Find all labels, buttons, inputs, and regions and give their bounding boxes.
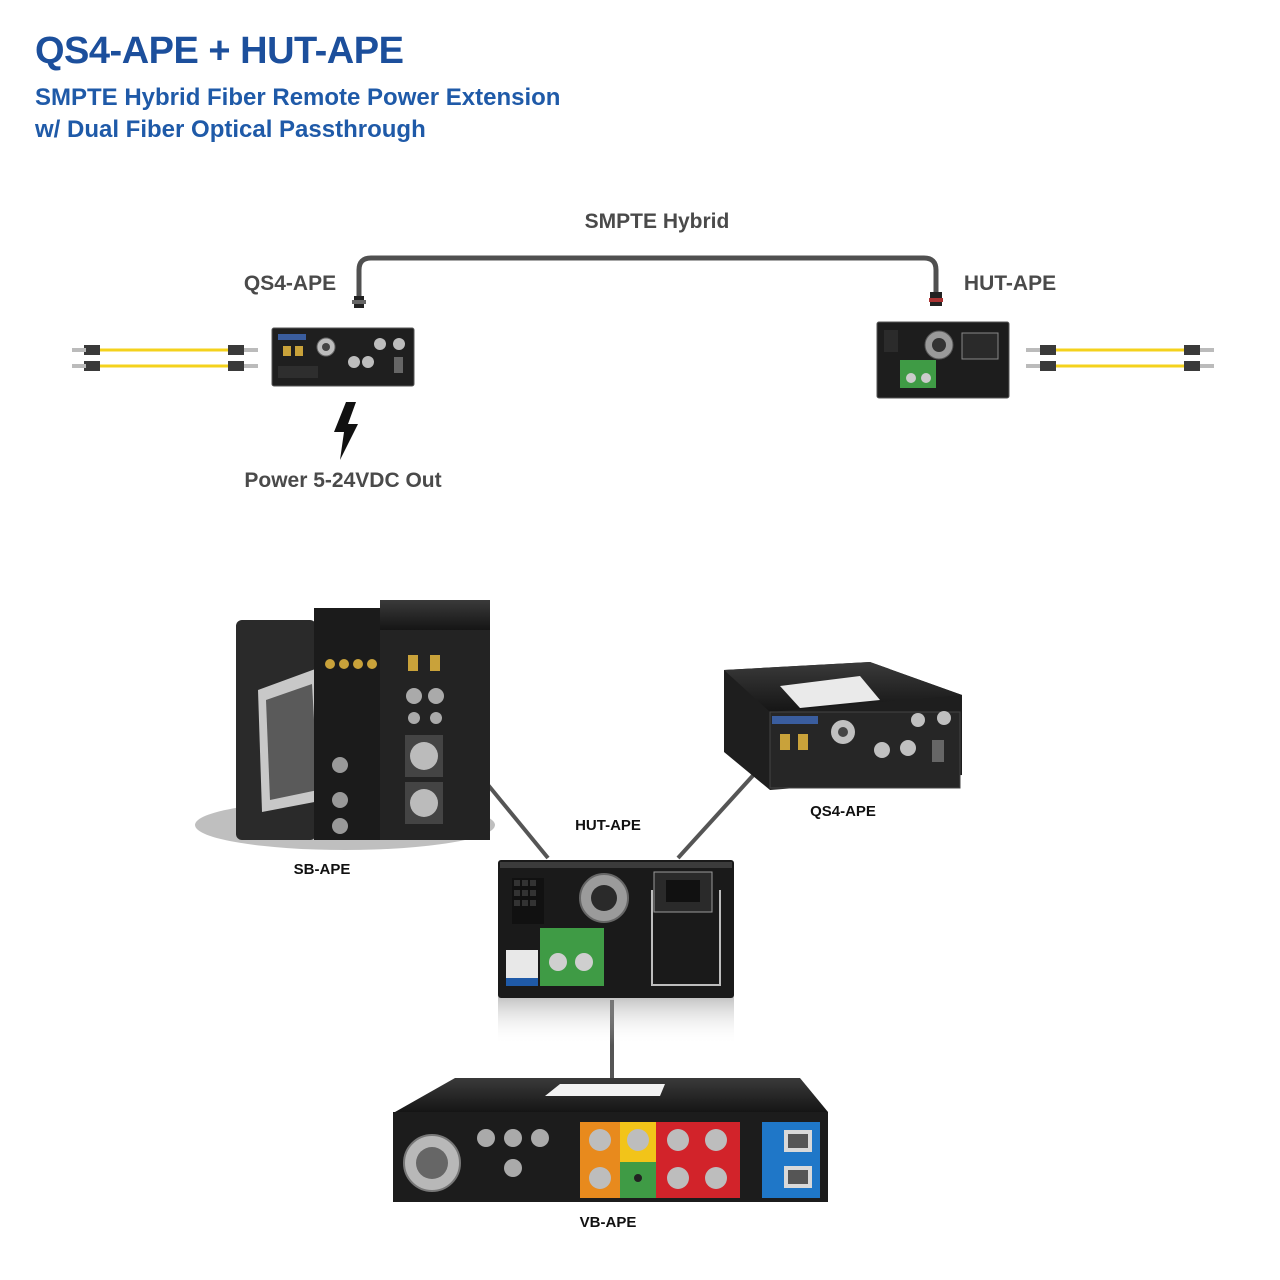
subtitle-line-1: SMPTE Hybrid Fiber Remote Power Extensio… [35, 84, 561, 111]
smpte-hybrid-cable [356, 255, 939, 303]
hut-ape-top-label: HUT-APE [964, 272, 1056, 295]
power-bolt-icon [334, 402, 358, 460]
link-qs4-to-hut [676, 768, 760, 860]
smpte-hybrid-label: SMPTE Hybrid [585, 210, 730, 233]
vent-grid-icon [512, 878, 544, 924]
hut-ape-device-bottom [498, 860, 734, 1045]
qs4-ape-device-bottom [724, 662, 962, 790]
cable-connector-left [352, 296, 366, 308]
fiber-pair-left [72, 345, 258, 371]
subtitle-line-2: w/ Dual Fiber Optical Passthrough [35, 116, 426, 143]
hut-ape-device-top [876, 321, 1010, 399]
sb-ape-device [195, 600, 495, 850]
power-output-label: Power 5-24VDC Out [244, 469, 441, 492]
fiber-pair-right [1026, 345, 1214, 371]
cable-connector-right [929, 292, 943, 306]
vb-ape-device [393, 1078, 828, 1202]
page-title: QS4-APE + HUT-APE [35, 30, 404, 72]
qs4-ape-device-top [271, 327, 415, 387]
vb-ape-label: VB-APE [580, 1214, 637, 1231]
hut-ape-bottom-label: HUT-APE [575, 817, 641, 834]
link-sb-to-hut [482, 778, 550, 860]
sb-ape-label: SB-APE [294, 861, 351, 878]
qs4-ape-bottom-label: QS4-APE [810, 803, 876, 820]
qs4-ape-top-label: QS4-APE [244, 272, 336, 295]
